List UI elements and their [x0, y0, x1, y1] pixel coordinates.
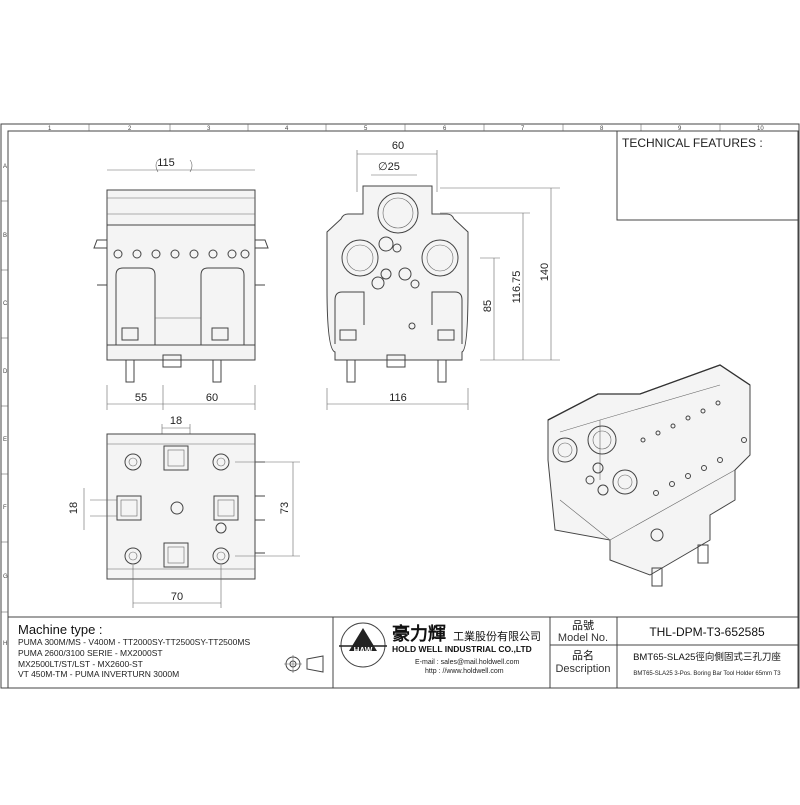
row-B: B [3, 233, 7, 239]
machine-line-3: MX2500LT/ST/LST - MX2600-ST [18, 659, 143, 669]
machine-line-1: PUMA 300M/MS - V400M - TT2000SY-TT2500SY… [18, 637, 250, 647]
company-name-cn-sub: 工業股份有限公司 [453, 629, 541, 643]
dim-top-height: 73 [279, 502, 291, 514]
col-5: 5 [364, 126, 368, 132]
row-A: A [3, 164, 7, 170]
col-3: 3 [207, 126, 211, 132]
company-web: http : //www.holdwell.com [425, 668, 504, 675]
description-label-en: Description [555, 663, 610, 675]
row-G: G [3, 574, 8, 580]
dim-side-bore: ∅25 [378, 161, 400, 173]
description-value-cn: BMT65-SLA25徑向側固式三孔刀座 [633, 651, 781, 663]
col-10: 10 [757, 126, 764, 132]
col-4: 4 [285, 126, 289, 132]
isometric-view [547, 364, 751, 587]
col-6: 6 [443, 126, 447, 132]
machine-line-2: PUMA 2600/3100 SERIE - MX2000ST [18, 648, 163, 658]
dim-top-slot: 18 [170, 415, 182, 427]
column-markers: 1 2 3 4 5 6 7 8 9 10 [48, 124, 764, 132]
dim-side-h1: 85 [482, 300, 494, 312]
projection-symbol-icon [284, 655, 324, 673]
company-logo-text: HAW [354, 646, 373, 655]
model-label-en: Model No. [558, 632, 608, 644]
dim-side-h2: 116.75 [511, 271, 523, 304]
col-9: 9 [678, 126, 682, 132]
front-view: 115 55 60 [93, 157, 269, 410]
company-logo-icon [339, 622, 387, 668]
dim-side-h3: 140 [539, 263, 551, 281]
row-F: F [3, 505, 7, 511]
machine-line-4: VT 450M-TM - PUMA INVERTURN 3000M [18, 669, 179, 679]
side-view: 60 ∅25 116 [326, 140, 560, 410]
company-email: E-mail : sales@mail.holdwell.com [415, 659, 520, 666]
row-D: D [3, 369, 8, 375]
model-value: THL-DPM-T3-652585 [649, 625, 765, 639]
inner-border [7, 130, 799, 689]
row-C: C [3, 301, 8, 307]
dim-top-width: 70 [171, 591, 183, 603]
company-name-en: HOLD WELL INDUSTRIAL CO.,LTD [392, 644, 532, 654]
technical-features-box [616, 130, 799, 221]
row-markers: A B C D E F G H [1, 164, 8, 647]
col-7: 7 [521, 126, 525, 132]
technical-features-title: TECHNICAL FEATURES : [622, 136, 763, 150]
dim-front-right: 60 [206, 392, 218, 404]
company-name-cn: 豪力輝 [392, 623, 446, 644]
dim-front-left: 55 [135, 392, 147, 404]
description-value-en: BMT65-SLA25 3-Pos. Boring Bar Tool Holde… [633, 671, 781, 677]
row-H: H [3, 641, 7, 647]
dim-front-width: 115 [157, 157, 175, 169]
dim-top-left: 18 [68, 502, 80, 514]
description-label-cn: 品名 [572, 648, 594, 662]
machine-type-title: Machine type : [18, 622, 103, 637]
col-8: 8 [600, 126, 604, 132]
dim-side-width: 116 [389, 392, 407, 404]
top-view: 18 18 73 [68, 415, 300, 608]
col-1: 1 [48, 126, 52, 132]
model-label-cn: 品號 [572, 619, 594, 632]
dim-side-top: 60 [392, 140, 404, 152]
title-block [8, 616, 798, 688]
col-2: 2 [128, 126, 132, 132]
row-E: E [3, 437, 7, 443]
